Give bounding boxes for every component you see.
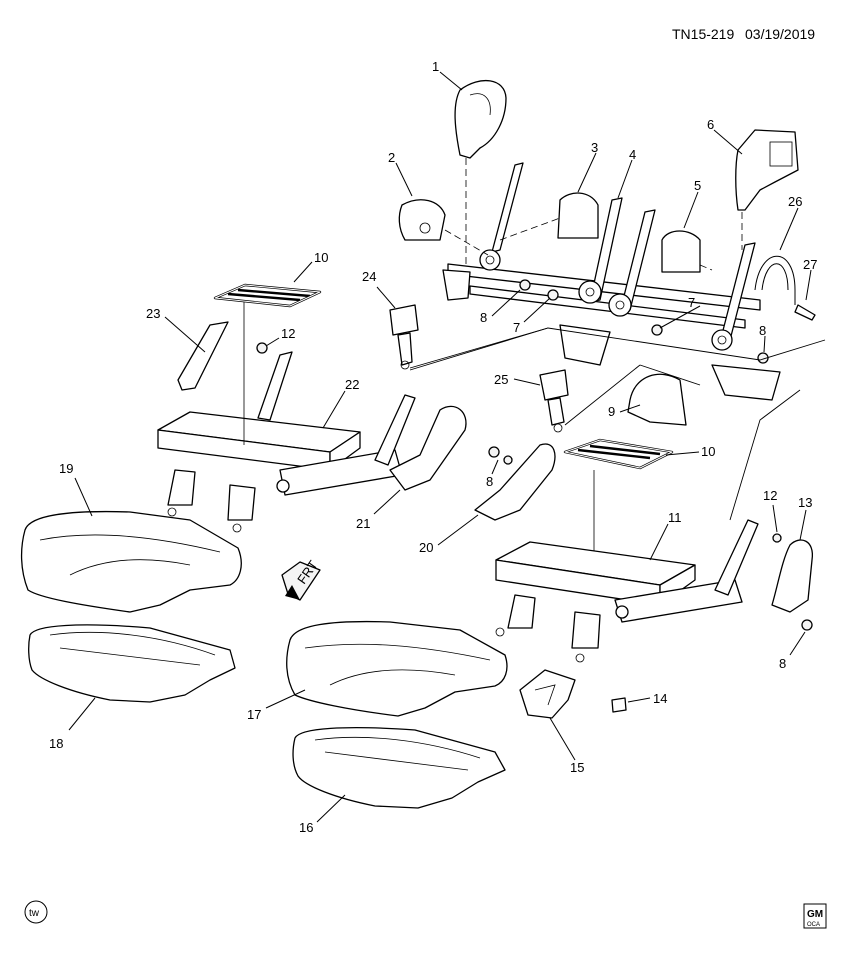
callout-10-right: 10 <box>701 444 715 459</box>
part-27-bolt <box>794 304 816 321</box>
part-26-wire-clip <box>754 255 796 305</box>
callout-2: 2 <box>388 150 395 165</box>
part-17-cushion-cover <box>286 620 508 717</box>
callout-27: 27 <box>803 257 817 272</box>
part-25-buckle <box>539 364 641 433</box>
callout-21: 21 <box>356 516 370 531</box>
watermark: tw <box>24 900 48 924</box>
callout-8-lower: 8 <box>779 656 786 671</box>
callout-17: 17 <box>247 707 261 722</box>
callout-12-left: 12 <box>281 326 295 341</box>
callout-7-right: 7 <box>688 295 695 310</box>
callout-19: 19 <box>59 461 73 476</box>
callout-labels: 1 2 3 4 5 6 7 7 8 8 8 8 9 10 10 11 12 12… <box>49 59 817 835</box>
part-2-hinge-cover <box>398 199 446 241</box>
callout-8-mid: 8 <box>486 474 493 489</box>
part-18-cushion-pad <box>28 624 236 703</box>
part-11-cushion-frame <box>495 519 759 663</box>
gm-logo-line1: GM <box>807 909 823 920</box>
callout-8-right: 8 <box>759 323 766 338</box>
callout-13: 13 <box>798 495 812 510</box>
part-14-screw <box>611 697 627 713</box>
part-21-trim <box>389 405 467 491</box>
callout-26: 26 <box>788 194 802 209</box>
part-23-hinge <box>177 321 229 391</box>
callout-11: 11 <box>668 510 682 525</box>
callout-10-left: 10 <box>314 250 328 265</box>
gm-logo-line2: OCA <box>807 922 820 928</box>
callout-14: 14 <box>653 691 667 706</box>
callout-24: 24 <box>362 269 376 284</box>
leader-lines <box>68 71 812 823</box>
callout-4: 4 <box>629 147 636 162</box>
part-9-cover <box>627 373 687 426</box>
callout-6: 6 <box>707 117 714 132</box>
part-1-headrest <box>454 79 507 159</box>
nut-12-right <box>772 533 782 543</box>
diagram-date: 03/19/2019 <box>745 26 815 42</box>
callout-5: 5 <box>694 178 701 193</box>
callout-20: 20 <box>419 540 433 555</box>
callout-12-right: 12 <box>763 488 777 503</box>
bolt-7-left <box>547 289 559 301</box>
callout-3: 3 <box>591 140 598 155</box>
part-13-bracket <box>771 539 813 613</box>
callout-8-upper: 8 <box>480 310 487 325</box>
callout-25: 25 <box>494 372 508 387</box>
callout-15: 15 <box>570 760 584 775</box>
seatback-frame-assembly <box>442 162 781 401</box>
front-indicator: FRT <box>281 558 321 601</box>
part-20-trim <box>474 443 556 521</box>
part-5-cover <box>661 230 701 273</box>
callout-16: 16 <box>299 820 313 835</box>
callout-1: 1 <box>432 59 439 74</box>
diagram-id: TN15-219 <box>672 26 734 42</box>
part-24-buckle <box>389 304 549 370</box>
callout-9: 9 <box>608 404 615 419</box>
bolt-8-lower <box>801 619 813 631</box>
callout-18: 18 <box>49 736 63 751</box>
callout-22: 22 <box>345 377 359 392</box>
part-3-cover <box>557 192 599 239</box>
part-6-headrest <box>735 129 799 211</box>
bolt-8-mid <box>488 446 500 458</box>
nut-12-left <box>256 342 268 354</box>
callout-23: 23 <box>146 306 160 321</box>
part-10-spring-left <box>213 283 322 308</box>
part-19-cushion-cover <box>20 510 242 613</box>
gm-logo: GM OCA <box>803 903 827 929</box>
bolt-8-upper <box>519 279 531 291</box>
bolt-7-right <box>651 324 663 336</box>
callout-7-left: 7 <box>513 320 520 335</box>
part-22-cushion-frame <box>157 394 416 533</box>
part-10-spring-right <box>563 438 674 470</box>
part-16-cushion-pad <box>292 726 506 809</box>
part-15-handle <box>519 669 576 719</box>
watermark-text: tw <box>29 908 40 919</box>
